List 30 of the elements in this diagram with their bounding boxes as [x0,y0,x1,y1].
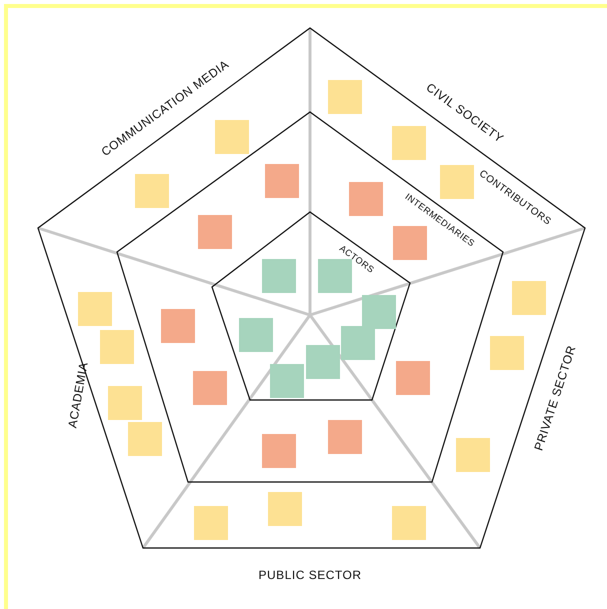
sticky-note [193,371,227,405]
sticky-note [362,295,396,329]
sticky-note [78,292,112,326]
sticky-note [198,215,232,249]
sticky-note [194,506,228,540]
sticky-note [239,318,273,352]
sticky-note [396,361,430,395]
sticky-note [392,506,426,540]
sticky-note [341,326,375,360]
sticky-note [392,126,426,160]
sticky-note [262,434,296,468]
sticky-note [128,422,162,456]
sector-label: ACADEMIA [65,360,91,430]
sticky-note [349,182,383,216]
sticky-note [100,330,134,364]
sticky-note [328,420,362,454]
sticky-note [328,80,362,114]
sticky-note [456,438,490,472]
sticky-note [265,164,299,198]
sticky-note [215,120,249,154]
sticky-note [306,345,340,379]
sticky-note [490,336,524,370]
sticky-note [108,386,142,420]
sticky-note [268,492,302,526]
sticky-note [135,174,169,208]
sticky-note [262,259,296,293]
sticky-note [512,281,546,315]
sector-label: PUBLIC SECTOR [258,568,362,582]
sticky-note [161,309,195,343]
sticky-note [270,364,304,398]
